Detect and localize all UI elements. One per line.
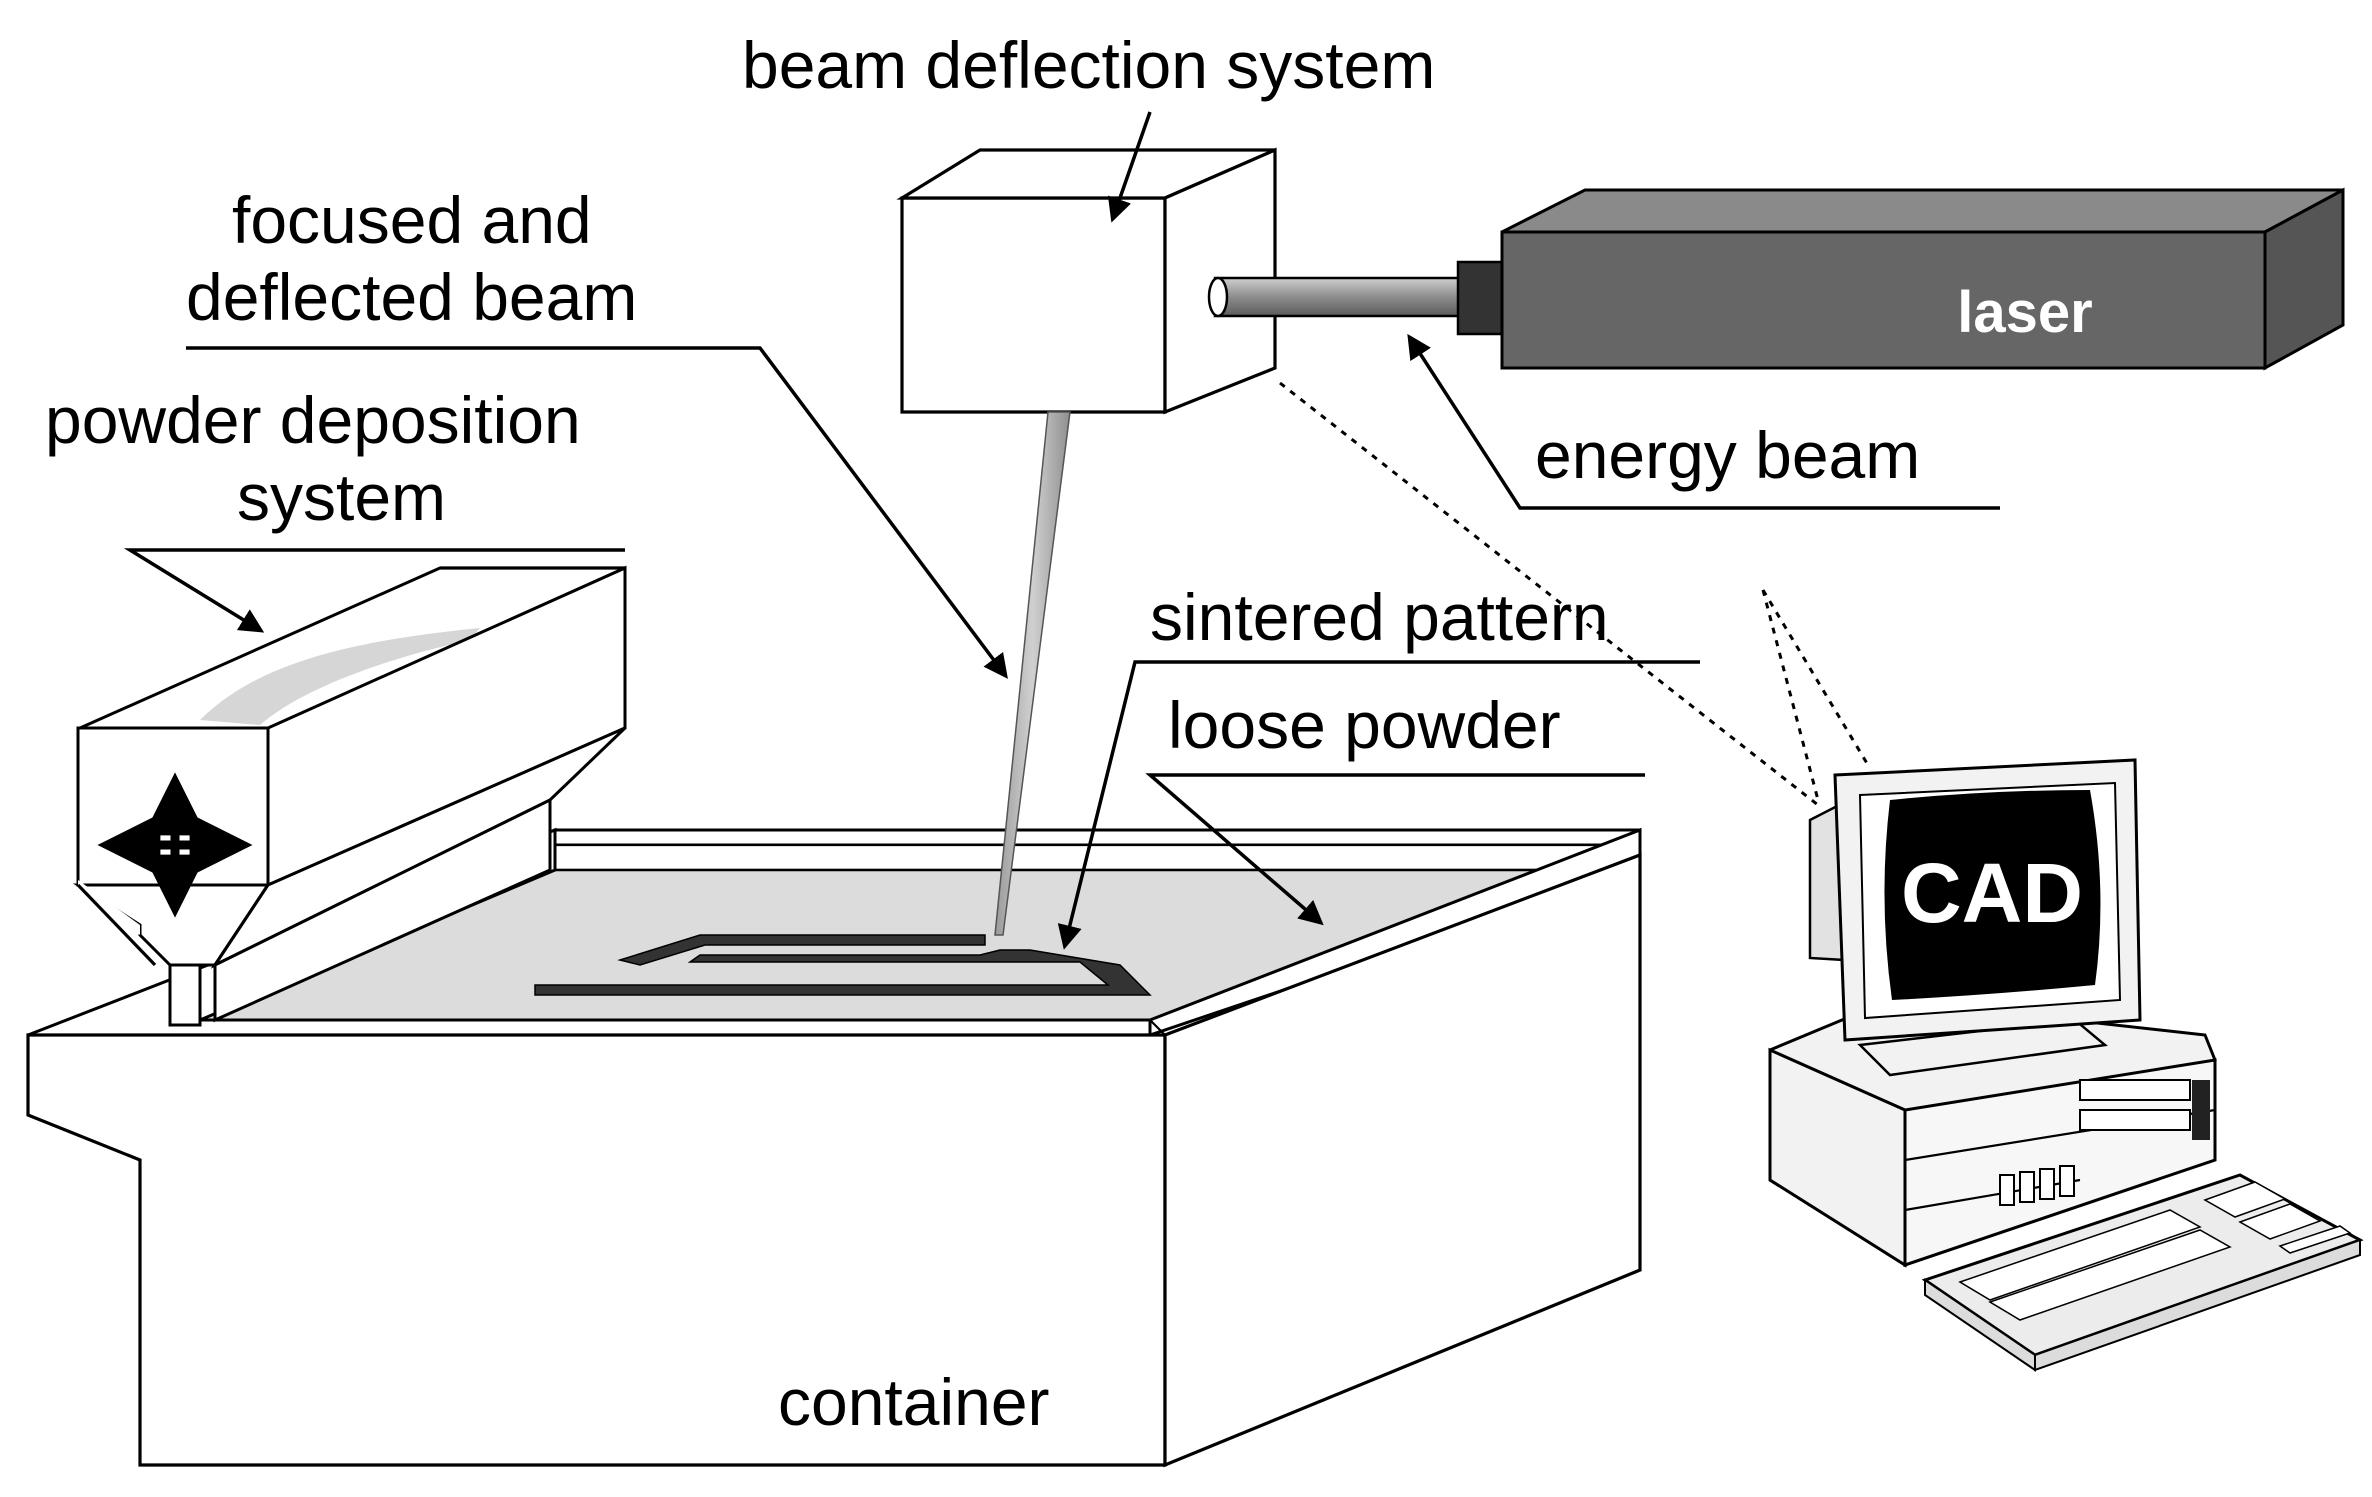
label-loose-powder: loose powder <box>1168 688 1561 762</box>
label-sintered-pattern: sintered pattern <box>1150 580 1609 654</box>
laser-label: laser <box>1957 280 2092 345</box>
cad-screen <box>1884 790 2101 1000</box>
label-focused-line1: focused and <box>232 183 592 257</box>
label-powder-line1: powder deposition <box>45 383 581 457</box>
label-beam-deflection-system: beam deflection system <box>742 28 1435 102</box>
laser-unit: laser <box>1207 187 2345 371</box>
label-focused-line2: deflected beam <box>186 260 637 334</box>
focused-beam <box>994 411 1071 936</box>
label-powder-line2: system <box>237 460 446 534</box>
keyboard-keys <box>1958 1181 2352 1321</box>
leader-energy-beam <box>1407 333 2000 510</box>
container-inner-back-wall <box>553 843 1642 872</box>
leader-focused-beam <box>186 346 1008 679</box>
label-energy-beam: energy beam <box>1535 418 1920 492</box>
case-buttons <box>1999 1165 2075 1206</box>
sintered-pattern <box>534 934 1152 996</box>
energy-beam-rod <box>1213 276 1462 318</box>
cad-computer: CAD <box>1279 381 2364 1372</box>
container-right-face <box>1163 852 1642 1468</box>
leader-sintered-pattern <box>1057 660 1700 950</box>
label-container: container <box>778 1365 1050 1439</box>
container-back-rim <box>553 828 1642 847</box>
leader-powder-deposition <box>123 548 625 633</box>
leader-loose-powder <box>1145 773 1645 926</box>
signal-line-to-cube <box>1279 381 1819 807</box>
leader-beam-deflection <box>1107 111 1152 223</box>
four-way-move-icon <box>97 772 253 918</box>
cad-screen-label: CAD <box>1901 846 2083 940</box>
